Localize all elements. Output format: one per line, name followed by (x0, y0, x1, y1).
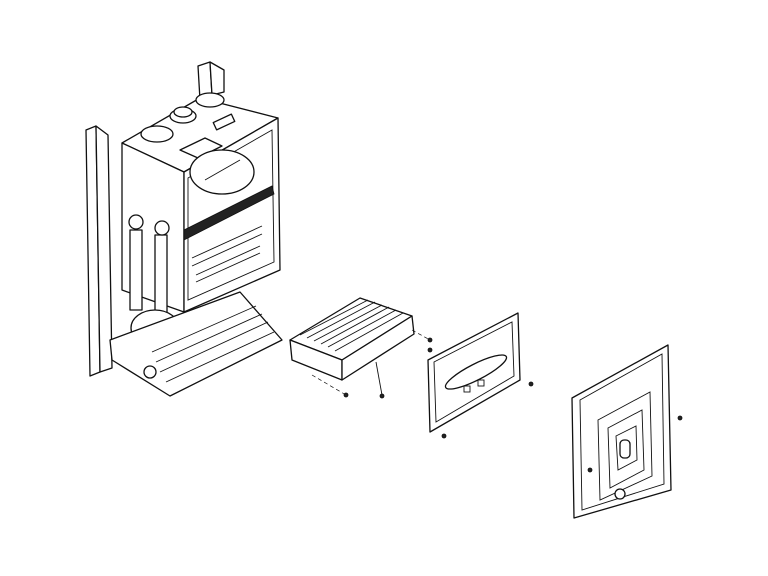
boiler-assembly (85, 61, 283, 397)
combustion-chamber-plate (427, 312, 534, 439)
flue-outlet-left (140, 125, 174, 143)
front-cover-panel (571, 344, 683, 519)
burner (289, 297, 433, 399)
